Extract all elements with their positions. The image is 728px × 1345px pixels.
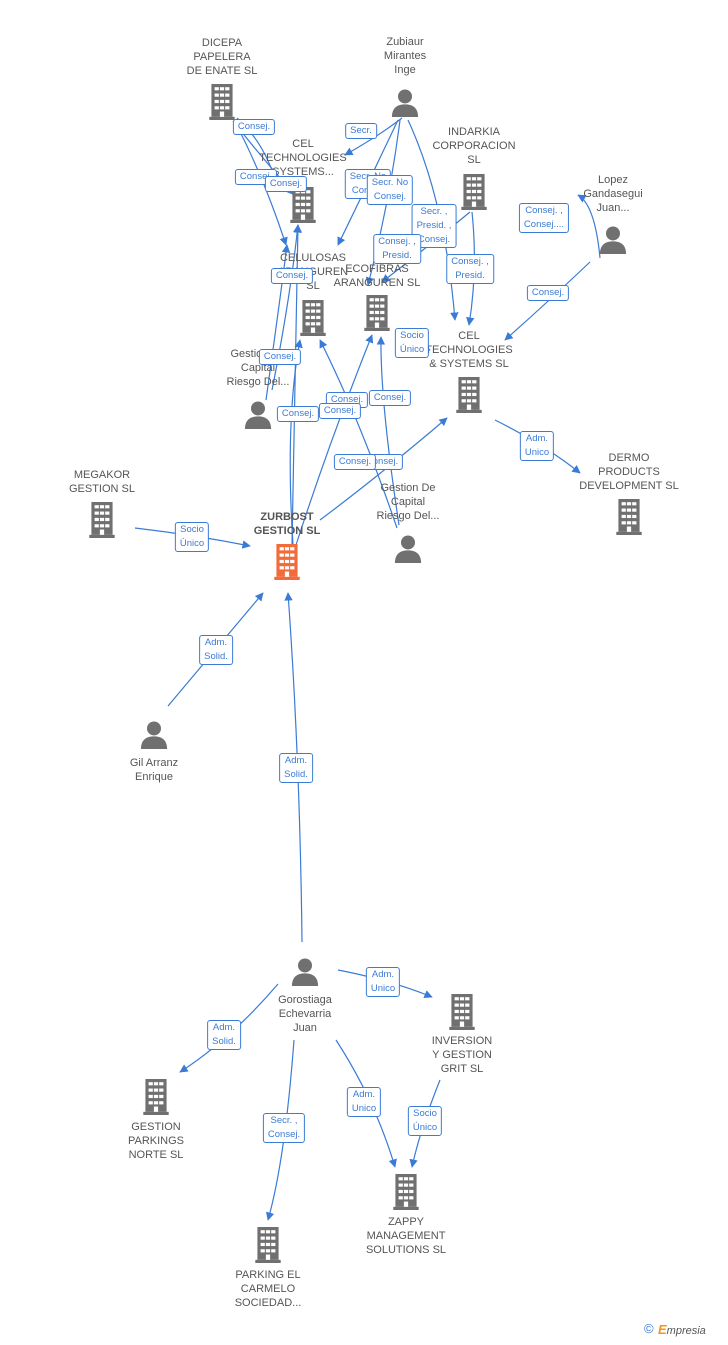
edge-label-gorostiaga-to-parking[interactable]: Secr. , Consej. [262,1113,306,1143]
person-icon-gilarranz[interactable] [140,721,168,749]
edge-label-dicepa-to-cel_top[interactable]: Consej. [232,119,276,135]
footer-brand: © Empresia [644,1321,724,1339]
building-icon-cel_mid[interactable] [456,377,482,413]
copyright-icon: © [644,1321,654,1336]
edge-label-zubiaur-to-cel_mid[interactable]: Secr. , Presid. , Consej. [411,204,457,248]
edge-label-inversion-to-zappy[interactable]: Socio Único [407,1106,443,1136]
node-label-gilarranz[interactable]: Gil Arranz Enrique [129,757,179,783]
building-icon-cel_top[interactable] [290,187,316,223]
edge-zurbost-to-cel_mid [319,417,448,521]
node-label-ecofibras[interactable]: ECOFIBRAS ARANGUREN SL [333,263,421,289]
edge-label-gorostiaga-to-zappy[interactable]: Adm. Unico [346,1087,382,1117]
node-label-indarkia[interactable]: INDARKIA CORPORACION SL [432,126,516,166]
edge-gorostiaga-to-parking [266,1039,295,1221]
node-label-megakor[interactable]: MEGAKOR GESTION SL [68,469,136,495]
node-label-gorostiaga[interactable]: Gorostiaga Echevarria Juan [278,994,332,1034]
node-label-inversion[interactable]: INVERSION Y GESTION GRIT SL [431,1035,493,1075]
node-label-zurbost[interactable]: ZURBOST GESTION SL [253,511,321,537]
edge-label-gestion1-to-celulosas[interactable]: Consej. [270,268,314,284]
edge-label-ecofibras-to-cel_mid[interactable]: Socio Único [394,328,430,358]
brand-initial: E [658,1322,667,1337]
edge-zurbost-to-ecofibras [295,334,374,546]
edge-label-indarkia-to-cel_mid[interactable]: Consej. , Presid. [446,254,494,284]
person-icon-gestion1[interactable] [244,401,272,429]
building-icon-dermo[interactable] [616,499,642,535]
edge-gestion1-to-celulosas [265,244,291,401]
brand-logo: Empresia [658,1322,706,1337]
edge-gestion2-to-celulosas [319,339,398,529]
building-icon-zappy[interactable] [393,1174,419,1210]
building-icon-celulosas[interactable] [300,300,326,336]
node-label-lopez[interactable]: Lopez Gandasegui Juan... [583,174,643,214]
edge-label-gorostiaga-to-inversion[interactable]: Adm. Unico [365,967,401,997]
building-icon-dicepa[interactable] [209,84,235,120]
person-icon-gestion2[interactable] [394,535,422,563]
edge-label-gilarranz-to-zurbost[interactable]: Adm. Solid. [199,635,233,665]
person-icon-lopez[interactable] [599,226,627,254]
edge-label-megakor-to-zurbost[interactable]: Socio Único [174,522,210,552]
edge-label-gorostiaga-to-gestionparkings[interactable]: Adm. Solid. [207,1020,241,1050]
edge-label-lopez-to-indarkia[interactable]: Consej. , Consej.... [518,203,570,233]
edge-label-zubiaur-to-cel_top[interactable]: Secr. [345,123,377,139]
edge-label-lopez-to-cel_mid[interactable]: Consej. [526,285,570,301]
node-label-zubiaur[interactable]: Zubiaur Mirantes Inge [383,36,427,76]
edge-gestion2-to-ecofibras [376,336,400,526]
edge-label-cel_mid-to-dermo[interactable]: Adm. Unico [519,431,555,461]
person-icon-gorostiaga[interactable] [291,958,319,986]
edge-gestion1-to-cel_top [271,224,302,391]
node-label-zappy[interactable]: ZAPPY MANAGEMENT SOLUTIONS SL [365,1216,447,1256]
node-label-gestionparkings[interactable]: GESTION PARKINGS NORTE SL [127,1121,185,1161]
edge-label-gestion1-to-cel_top[interactable]: Consej. [258,349,302,365]
edge-label-zurbost-to-celulosas[interactable]: Consej. [276,406,320,422]
building-icon-parking[interactable] [255,1227,281,1263]
node-label-gestion2[interactable]: Gestion De Capital Riesgo Del... [376,482,440,522]
building-icon-zurbost[interactable] [274,544,300,580]
node-label-parking[interactable]: PARKING EL CARMELO SOCIEDAD... [234,1269,302,1309]
building-icon-megakor[interactable] [89,502,115,538]
edge-label-gestion2-to-celulosas[interactable]: Consej. [368,390,412,406]
edge-label-indarkia-to-ecofibras[interactable]: Consej. , Presid. [373,234,421,264]
edge-label-zubiaur-to-ecofibras[interactable]: Secr. No Consej. [366,175,414,205]
node-label-dermo[interactable]: DERMO PRODUCTS DEVELOPMENT SL [579,452,679,492]
edge-label-gorostiaga-to-zurbost[interactable]: Adm. Solid. [279,753,313,783]
edge-label-zurbost-to-cel_mid[interactable]: Consej. [333,454,377,470]
node-label-dicepa[interactable]: DICEPA PAPELERA DE ENATE SL [186,37,258,77]
building-icon-indarkia[interactable] [461,174,487,210]
building-icon-ecofibras[interactable] [364,295,390,331]
edge-lopez-to-indarkia [577,194,601,259]
edge-label-dicepa-to-cel_top[interactable]: Consej. [264,176,308,192]
node-label-cel_mid[interactable]: CEL TECHNOLOGIES & SYSTEMS SL [425,330,513,370]
building-icon-gestionparkings[interactable] [143,1079,169,1115]
brand-name: mpresia [666,1325,706,1337]
building-icon-inversion[interactable] [449,994,475,1030]
node-label-cel_top[interactable]: CEL TECHNOLOGIES SYSTEMS... [259,138,347,178]
person-icon-zubiaur[interactable] [391,89,419,117]
edge-label-zurbost-to-ecofibras[interactable]: Consej. [318,403,362,419]
